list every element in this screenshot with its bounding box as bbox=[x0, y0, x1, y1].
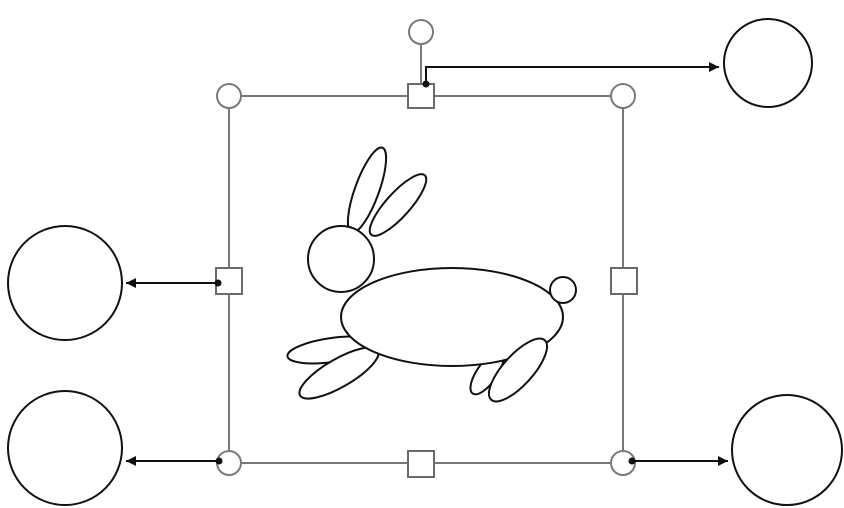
rabbit-tail bbox=[549, 276, 577, 304]
callout-connectors bbox=[126, 62, 728, 466]
rotation-handle[interactable] bbox=[408, 19, 434, 45]
corner-handle-top-left[interactable] bbox=[216, 83, 242, 109]
rabbit-body bbox=[340, 267, 564, 367]
callout-circle-bottom-right bbox=[731, 394, 843, 506]
connector-dot-bottom-right bbox=[628, 457, 636, 465]
side-handle-top[interactable] bbox=[407, 83, 435, 109]
connector-top-handle bbox=[425, 62, 719, 84]
side-handle-bottom[interactable] bbox=[407, 450, 435, 478]
rabbit-ear-front bbox=[368, 173, 428, 237]
connector-dot-top bbox=[422, 80, 430, 88]
callout-circle-bottom-left bbox=[7, 390, 123, 506]
corner-handle-bottom-right[interactable] bbox=[610, 450, 636, 476]
rabbit-drawing[interactable] bbox=[286, 144, 577, 410]
connector-dot-bottom-left bbox=[215, 457, 223, 465]
rabbit-back-leg-front bbox=[488, 337, 548, 403]
connector-dot-left bbox=[214, 279, 222, 287]
side-handle-right[interactable] bbox=[610, 267, 638, 295]
callout-circle-top-right bbox=[723, 18, 813, 108]
callout-circle-left bbox=[7, 225, 123, 341]
rabbit-head bbox=[307, 225, 375, 293]
corner-handle-top-right[interactable] bbox=[610, 83, 636, 109]
